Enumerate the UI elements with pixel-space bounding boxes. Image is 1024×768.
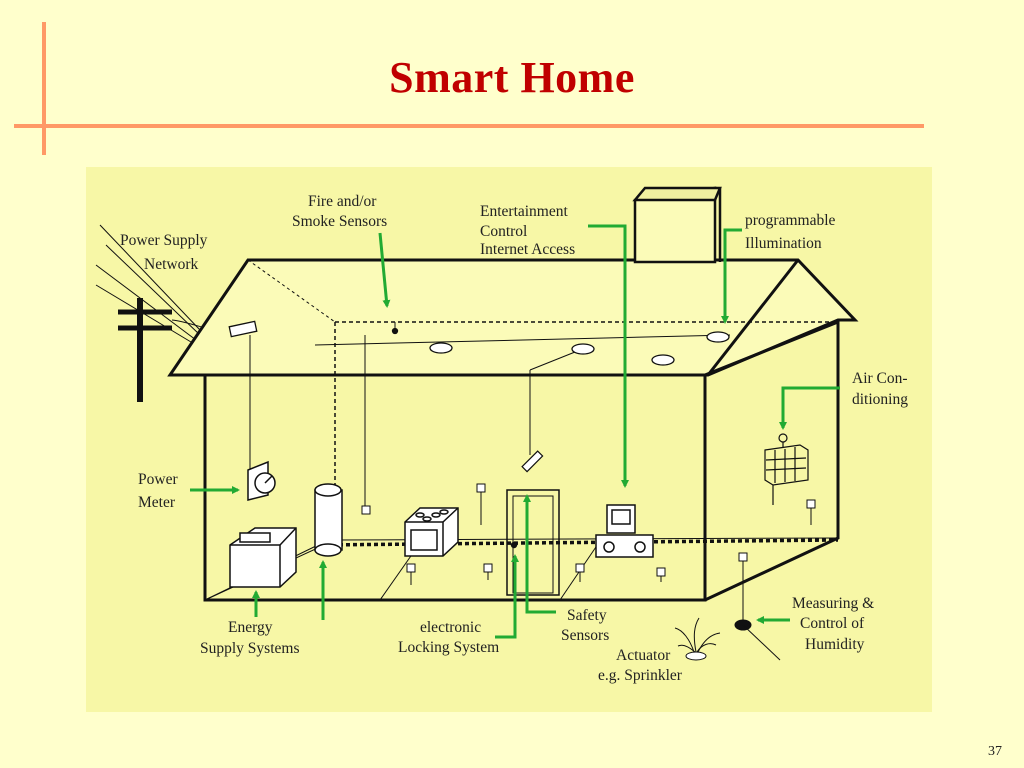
safety-sensor-device [521, 450, 544, 473]
label-energy-supply-systems: Energy Supply Systems [200, 619, 299, 657]
door [506, 489, 560, 596]
horizontal-accent-line [14, 124, 924, 128]
power-meter-device [247, 460, 276, 501]
vertical-accent-line [42, 22, 46, 155]
label-power-meter: Power Meter [138, 471, 181, 511]
label-fire-smoke-sensors: Fire and/or Smoke Sensors [292, 193, 387, 230]
label-air-conditioning: Air Con- ditioning [852, 370, 911, 408]
smart-home-diagram: Power Supply Network Fire and/or Smoke S… [86, 167, 932, 712]
outlets [361, 483, 816, 585]
arrow-illumination [721, 228, 742, 324]
arrow-air-conditioning [779, 386, 840, 430]
smoke-sensor-device [228, 320, 258, 338]
label-programmable-illumination: programmable Illumination [745, 212, 839, 252]
arrow-safety-sensors [523, 494, 556, 614]
ceiling-lights [391, 327, 730, 366]
diagram-background [86, 167, 932, 712]
stove-appliance [404, 507, 459, 557]
humidity-sensor [734, 561, 781, 661]
attic-box [632, 186, 722, 264]
entertainment-unit [595, 504, 654, 558]
sprinkler-actuator [674, 617, 721, 661]
page-number: 37 [988, 744, 1002, 759]
callout-arrows [190, 224, 840, 639]
energy-storage-cylinder [314, 483, 343, 557]
page-title: Smart Home [389, 53, 635, 102]
energy-supply-unit [229, 527, 297, 588]
label-humidity: Measuring & Control of Humidity [792, 595, 878, 653]
arrow-locking-system [495, 554, 519, 639]
label-safety-sensors: Safety Sensors [561, 607, 610, 644]
house-outline [167, 258, 859, 602]
label-electronic-locking-system: electronic Locking System [398, 619, 499, 656]
arrow-entertainment [588, 224, 629, 488]
label-entertainment: Entertainment Control Internet Access [480, 203, 575, 258]
label-actuator-sprinkler: Actuator e.g. Sprinkler [598, 647, 683, 684]
air-conditioning-unit [764, 433, 809, 505]
label-power-supply-network: Power Supply Network [120, 232, 211, 273]
arrow-smoke-sensors [378, 232, 391, 308]
